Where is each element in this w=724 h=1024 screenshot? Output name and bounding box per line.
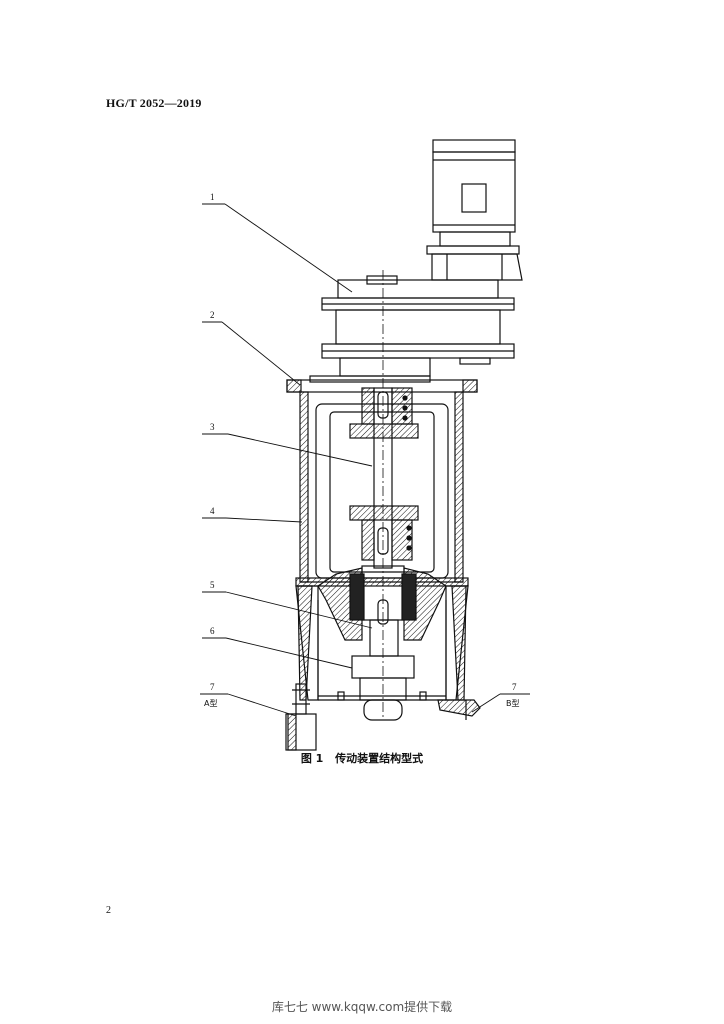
leader-lines [200, 203, 530, 717]
shaft-assembly [349, 270, 419, 720]
callout-1: 1 [210, 192, 215, 202]
b-type-base [437, 699, 481, 720]
callout-2: 2 [210, 310, 215, 320]
page-number: 2 [106, 905, 111, 916]
callout-7-b: 7 [512, 682, 517, 692]
bearing-housing [317, 565, 447, 721]
reducer [321, 253, 523, 377]
download-watermark: 库七七 www.kqqw.com提供下载 [271, 1000, 453, 1014]
callout-4: 4 [210, 506, 215, 516]
lower-frame [295, 585, 469, 701]
motor [426, 139, 520, 255]
type-label-b: B型 [506, 699, 520, 708]
callout-6: 6 [210, 626, 215, 636]
figure-title: 传动装置结构型式 [335, 752, 424, 765]
callout-3: 3 [210, 422, 215, 432]
top-flange [286, 375, 478, 393]
standard-code: HG/T 2052—2019 [106, 96, 202, 110]
frame-housing [295, 391, 469, 587]
callout-5: 5 [210, 580, 215, 590]
figure-number: 图 1 [300, 752, 324, 765]
type-label-a: A型 [204, 699, 217, 708]
figure-caption: 图 1 传动装置结构型式 [0, 750, 724, 766]
a-type-base [285, 683, 317, 751]
callout-7-a: 7 [210, 682, 215, 692]
